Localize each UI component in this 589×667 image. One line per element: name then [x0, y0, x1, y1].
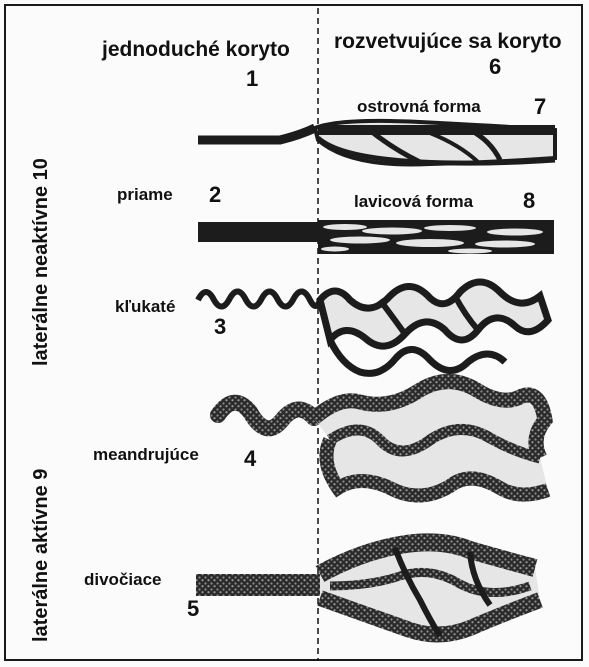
number-4: 4	[244, 448, 256, 470]
braided-channel	[196, 574, 320, 596]
number-5: 5	[187, 598, 199, 620]
label-laterally-inactive: laterálne neaktívne 10	[30, 158, 53, 366]
number-3: 3	[214, 316, 226, 338]
number-8: 8	[523, 190, 535, 212]
branching-sinuous-channel	[320, 282, 548, 373]
number-1: 1	[246, 68, 258, 90]
number-6: 6	[489, 56, 501, 78]
sinuous-channel	[198, 291, 320, 306]
label-laterally-active: laterálne aktívne 9	[30, 469, 53, 642]
label-sinuous: kľukaté	[115, 298, 175, 315]
meandering-channel	[218, 403, 314, 429]
bar-form-channel	[318, 220, 554, 254]
label-meandering: meandrujúce	[93, 446, 199, 463]
straight-channel	[198, 222, 320, 242]
label-island-form: ostrovná forma	[357, 98, 481, 115]
branching-braided-channel	[320, 542, 540, 636]
header-single-text: jednoduché koryto	[102, 38, 290, 61]
header-branching-channel: rozvetvujúce sa koryto	[334, 30, 514, 54]
label-braided: divočiace	[84, 571, 162, 588]
number-7: 7	[534, 96, 546, 118]
label-bar-form: lavicová forma	[354, 193, 473, 210]
label-straight: priame	[117, 186, 173, 203]
island-form-channel	[198, 121, 555, 165]
number-2: 2	[209, 184, 221, 206]
header-branching-text: rozvetvujúce sa koryto	[334, 30, 562, 53]
header-single-channel: jednoduché koryto	[102, 38, 268, 62]
branching-meandering-channel	[314, 381, 548, 495]
